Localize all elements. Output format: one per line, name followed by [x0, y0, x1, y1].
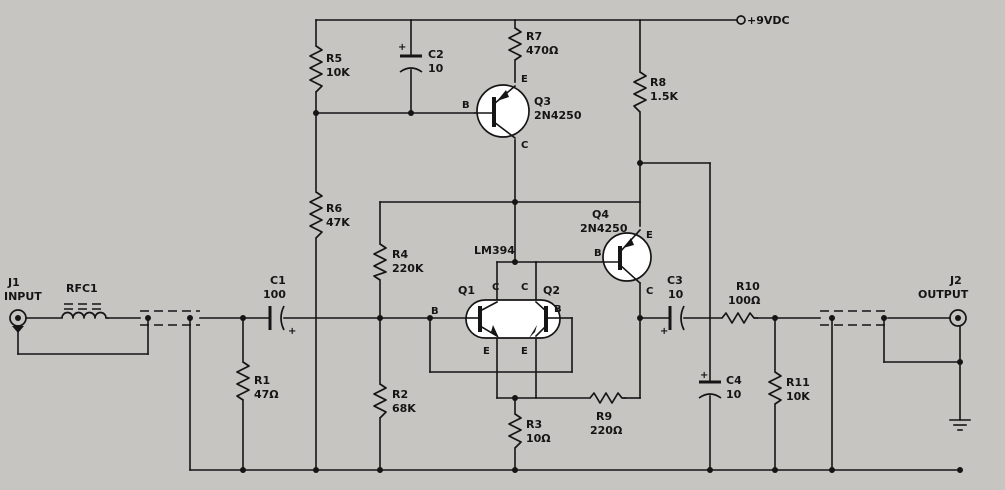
r10-ref: R10: [736, 280, 760, 293]
r7-value: 470Ω: [526, 44, 559, 57]
c2-capacitor: + C2 10: [398, 42, 444, 75]
input-cable-shield: [140, 310, 200, 326]
r9-resistor: R9 220Ω: [589, 392, 626, 437]
r10-value: 100Ω: [728, 294, 761, 307]
c3-value: 10: [668, 288, 684, 301]
q4-ref: Q4: [592, 208, 609, 221]
q2-emitter-pin: E: [521, 346, 528, 357]
c4-value: 10: [726, 388, 742, 401]
r2-ref: R2: [392, 388, 408, 401]
q2-ref: Q2: [543, 284, 560, 297]
r5-resistor: R5 10K: [309, 45, 350, 93]
r3-ref: R3: [526, 418, 542, 431]
r11-resistor: R11 10K: [768, 371, 810, 405]
j1-name: INPUT: [4, 290, 42, 303]
rfc1-inductor: RFC1: [61, 282, 109, 319]
j1-input-jack: J1 INPUT: [4, 276, 42, 333]
c1-value: 100: [263, 288, 286, 301]
r11-ref: R11: [786, 376, 810, 389]
junction-dots: [145, 110, 963, 473]
r7-resistor: R7 470Ω: [508, 27, 559, 61]
r1-value: 47Ω: [254, 388, 279, 401]
j2-output-jack: J2 OUTPUT: [918, 274, 969, 327]
r11-value: 10K: [786, 390, 810, 403]
q3-base-pin: B: [462, 100, 470, 111]
lm394-part: LM394: [474, 244, 515, 257]
c1-polarity: +: [288, 326, 296, 337]
q4-transistor: B E C Q4 2N4250: [580, 208, 653, 297]
r5-value: 10K: [326, 66, 350, 79]
c2-polarity: +: [398, 42, 406, 53]
q4-base-pin: B: [594, 248, 602, 259]
q3-ref: Q3: [534, 95, 551, 108]
j2-ref: J2: [949, 274, 962, 287]
q1-base-pin: B: [431, 306, 439, 317]
q1-emitter-pin: E: [483, 346, 490, 357]
r3-value: 10Ω: [526, 432, 551, 445]
r9-value: 220Ω: [590, 424, 623, 437]
ground-icon: [949, 419, 971, 431]
r4-ref: R4: [392, 248, 408, 261]
lm394-dual-transistor: LM394 Q1 Q2 C C B B E E: [431, 244, 562, 357]
r4-resistor: R4 220K: [373, 243, 424, 281]
r2-resistor: R2 68K: [373, 383, 416, 419]
j2-name: OUTPUT: [918, 288, 969, 301]
r6-value: 47K: [326, 216, 350, 229]
r2-value: 68K: [392, 402, 416, 415]
r5-ref: R5: [326, 52, 342, 65]
c1-ref: C1: [270, 274, 286, 287]
r3-resistor: R3 10Ω: [508, 413, 551, 449]
q3-transistor: B E C Q3 2N4250: [462, 74, 582, 151]
q3-emitter-pin: E: [521, 74, 528, 85]
r7-ref: R7: [526, 30, 542, 43]
r10-resistor: R10 100Ω: [721, 280, 761, 324]
c1-capacitor: + C1 100: [263, 274, 296, 337]
q3-part: 2N4250: [534, 109, 582, 122]
q1-collector-pin: C: [492, 282, 499, 293]
r8-ref: R8: [650, 76, 666, 89]
q2-base-pin: B: [554, 304, 562, 315]
q4-emitter-pin: E: [646, 230, 653, 241]
c2-value: 10: [428, 62, 444, 75]
q4-collector-pin: C: [646, 286, 653, 297]
c3-polarity: +: [660, 326, 668, 337]
r6-resistor: R6 47K: [309, 191, 350, 239]
c4-ref: C4: [726, 374, 742, 387]
r8-value: 1.5K: [650, 90, 678, 103]
r6-ref: R6: [326, 202, 342, 215]
r9-ref: R9: [596, 410, 612, 423]
q2-collector-pin: C: [521, 282, 528, 293]
c4-polarity: +: [700, 370, 708, 381]
c3-capacitor: + C3 10: [660, 274, 685, 337]
q3-collector-pin: C: [521, 140, 528, 151]
c3-ref: C3: [667, 274, 683, 287]
r1-resistor: R1 47Ω: [236, 361, 279, 401]
j1-ref: J1: [7, 276, 20, 289]
supply-label: +9VDC: [747, 14, 790, 27]
r1-ref: R1: [254, 374, 270, 387]
r4-value: 220K: [392, 262, 424, 275]
c4-capacitor: + C4 10: [698, 370, 742, 401]
r8-resistor: R8 1.5K: [633, 71, 678, 113]
q4-part: 2N4250: [580, 222, 628, 235]
q1-ref: Q1: [458, 284, 475, 297]
supply-terminal: +9VDC: [736, 14, 790, 27]
c2-ref: C2: [428, 48, 444, 61]
output-cable-shield: [820, 310, 888, 326]
rfc1-ref: RFC1: [66, 282, 98, 295]
